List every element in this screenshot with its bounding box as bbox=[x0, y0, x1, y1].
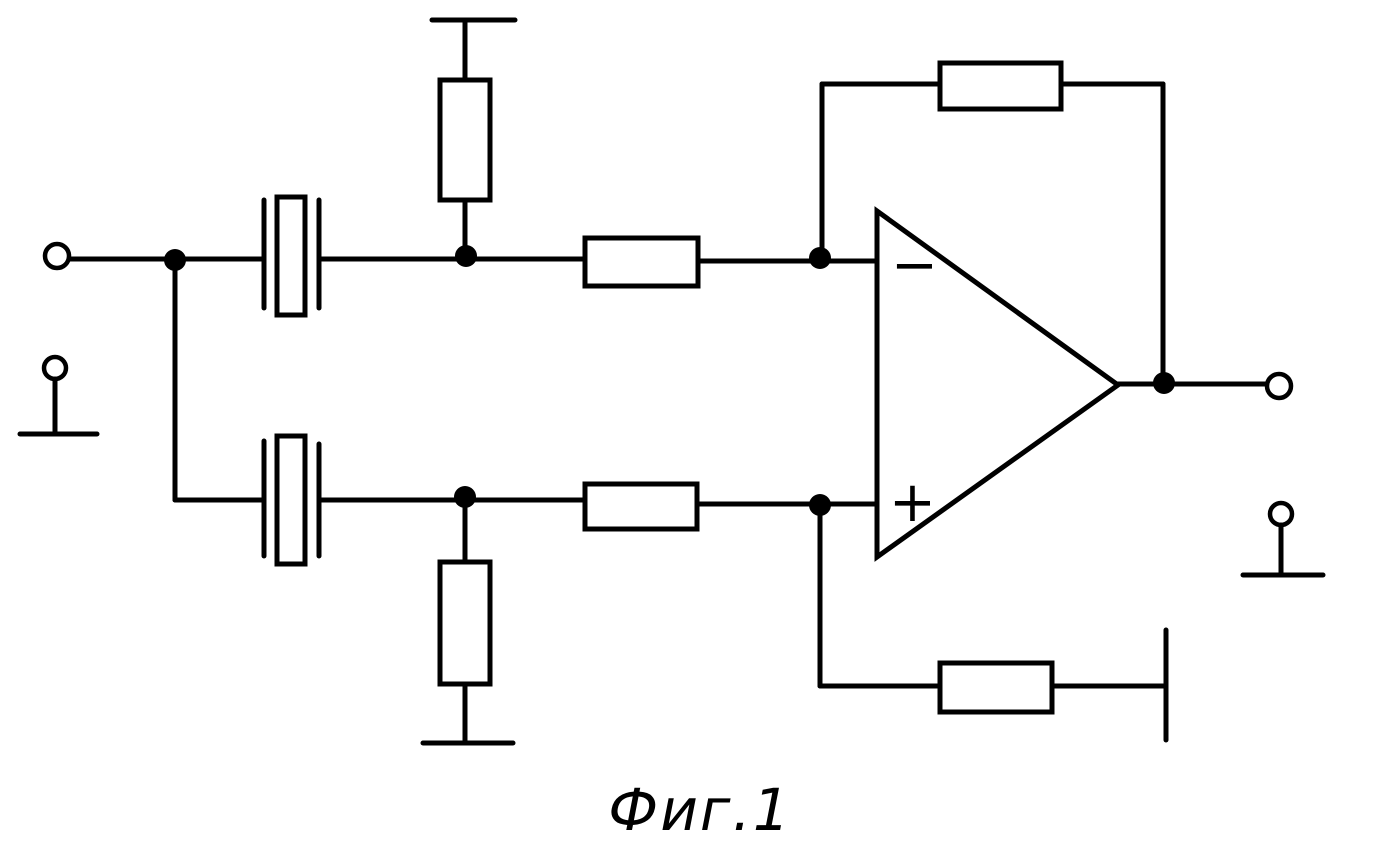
junction-lower-shunt bbox=[454, 486, 476, 508]
input-split-wire bbox=[175, 259, 262, 500]
output-ground-symbol bbox=[1243, 503, 1323, 575]
junction-upper-shunt bbox=[455, 245, 477, 267]
piezo-element-lower bbox=[264, 436, 585, 564]
figure-caption: Фиг.1 bbox=[600, 770, 800, 850]
junction-input bbox=[164, 249, 186, 271]
resistor-upper-shunt bbox=[432, 20, 515, 256]
input-terminal bbox=[45, 244, 262, 268]
resistor-lower-shunt bbox=[423, 500, 513, 743]
op-amp-noninverting-sign: + bbox=[889, 470, 936, 535]
resistor-reference bbox=[820, 505, 1166, 740]
op-amp: − + bbox=[877, 211, 1118, 557]
resistor-lower-series bbox=[585, 484, 880, 529]
op-amp-inverting-sign: − bbox=[891, 233, 938, 298]
output-terminal bbox=[1267, 374, 1291, 398]
junction-output bbox=[1153, 372, 1175, 394]
piezo-element-upper bbox=[264, 197, 585, 315]
resistor-upper-series bbox=[585, 238, 880, 286]
input-ground-symbol bbox=[20, 357, 97, 434]
